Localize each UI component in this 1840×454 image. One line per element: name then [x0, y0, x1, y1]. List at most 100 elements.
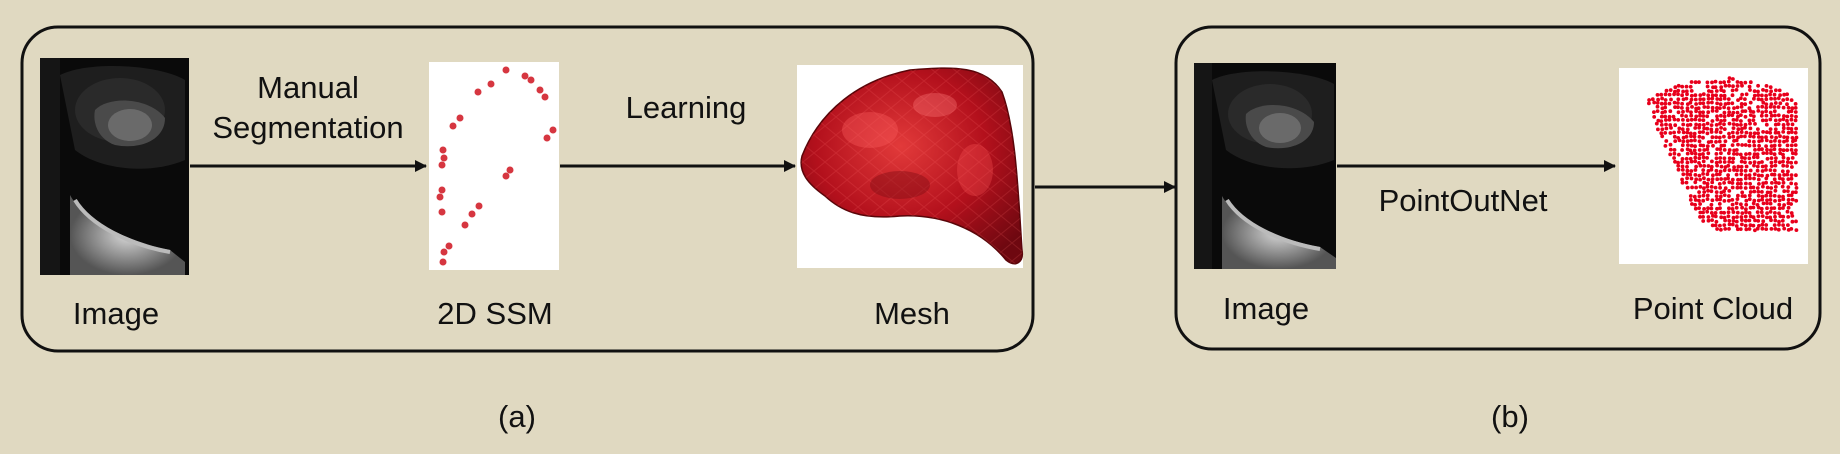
point-cloud-dot	[1697, 152, 1702, 157]
point-cloud-dot	[1734, 88, 1739, 92]
point-cloud-dot	[1717, 182, 1722, 186]
point-cloud-dot	[1692, 131, 1697, 136]
point-cloud-dot	[1706, 177, 1711, 182]
point-cloud-dot	[1698, 93, 1703, 97]
point-cloud-dot	[1731, 210, 1736, 215]
point-cloud-dot	[1777, 176, 1782, 181]
point-cloud-dot	[1655, 109, 1660, 113]
point-cloud-dot	[1736, 127, 1741, 132]
point-cloud-dot	[1761, 88, 1765, 92]
point-cloud-dot	[1701, 143, 1706, 148]
point-cloud-dot	[1768, 92, 1772, 97]
point-cloud-dot	[1727, 160, 1732, 164]
point-cloud-dot	[1764, 144, 1768, 149]
point-cloud-dot	[1672, 148, 1677, 152]
point-cloud-dot	[1765, 185, 1770, 190]
point-cloud-dot	[1706, 105, 1710, 110]
point-cloud-dot	[1736, 98, 1740, 102]
point-cloud-dot	[1689, 113, 1694, 118]
point-cloud-dot	[1717, 139, 1722, 144]
point-cloud-dot	[1740, 190, 1745, 195]
point-cloud-dot	[1715, 114, 1719, 119]
point-cloud-dot	[1744, 173, 1748, 178]
point-cloud-dot	[1761, 130, 1765, 134]
point-cloud-dot	[1773, 218, 1778, 223]
point-cloud-dot	[1764, 88, 1769, 93]
point-cloud-dot	[1734, 205, 1739, 210]
point-cloud-dot	[1735, 123, 1740, 127]
point-cloud-dot	[1752, 89, 1757, 93]
point-cloud-dot	[1709, 167, 1714, 172]
point-cloud-dot	[1723, 102, 1728, 106]
point-cloud-dot	[1789, 211, 1794, 215]
point-cloud-dot	[1694, 122, 1698, 127]
point-cloud-dot	[1685, 151, 1690, 156]
point-cloud-dot	[1765, 211, 1769, 216]
point-cloud-dot	[1744, 152, 1748, 157]
point-cloud-dot	[1760, 147, 1764, 152]
point-cloud-dot	[1680, 101, 1684, 106]
point-cloud-dot	[1761, 151, 1766, 156]
point-cloud-dot	[1734, 118, 1739, 122]
point-cloud-dot	[1690, 185, 1694, 190]
point-cloud-dot	[1772, 172, 1777, 177]
point-cloud-dot	[1743, 125, 1747, 130]
point-cloud-dot	[1769, 186, 1774, 190]
point-cloud-dot	[1734, 148, 1739, 152]
point-cloud-dot	[1785, 97, 1790, 102]
point-cloud-dot	[1747, 218, 1752, 223]
point-cloud-dot	[1727, 206, 1731, 211]
point-cloud-dot	[1659, 123, 1664, 127]
point-cloud-dot	[1685, 176, 1689, 181]
point-cloud-dot	[1701, 193, 1706, 198]
point-cloud-dot	[1786, 122, 1790, 126]
point-cloud-dot	[1677, 130, 1681, 134]
point-cloud-dot	[1672, 92, 1676, 97]
point-cloud-dot	[1760, 110, 1765, 115]
point-cloud-dot	[1769, 227, 1774, 231]
point-cloud-dot	[1722, 156, 1727, 161]
point-cloud-dot	[1663, 92, 1668, 97]
point-cloud-dot	[1697, 123, 1702, 127]
point-cloud-dot	[1744, 198, 1749, 203]
point-cloud-dot	[1714, 89, 1719, 93]
point-cloud-dot	[1789, 193, 1794, 198]
point-cloud-dot	[1706, 110, 1711, 115]
point-cloud-dot	[1739, 159, 1744, 164]
point-cloud-dot	[1756, 177, 1761, 182]
point-cloud-dot	[1781, 98, 1786, 102]
point-cloud-dot	[1710, 177, 1715, 182]
point-cloud-dot	[1747, 173, 1752, 178]
point-cloud-dot	[1772, 105, 1777, 109]
point-cloud-dot	[1685, 139, 1690, 144]
point-cloud-dot	[1743, 143, 1748, 147]
point-cloud-dot	[1663, 109, 1667, 114]
point-cloud-dot	[1685, 92, 1689, 97]
point-cloud-dot	[1730, 143, 1735, 148]
point-cloud-dot	[1714, 93, 1718, 98]
point-cloud-dot	[1790, 219, 1795, 224]
point-cloud-dot	[1655, 104, 1660, 109]
ssm-points-image	[429, 62, 559, 270]
point-cloud-dot	[1777, 206, 1782, 211]
point-cloud-dot	[1714, 168, 1719, 173]
point-cloud-dot	[1735, 185, 1740, 190]
point-cloud-dot	[1676, 83, 1681, 88]
point-cloud-dot	[1755, 152, 1760, 157]
point-cloud-dot	[1748, 126, 1753, 131]
point-cloud-dot	[1727, 198, 1731, 203]
point-cloud-dot	[1747, 227, 1752, 231]
point-cloud-dot	[1756, 127, 1760, 131]
point-cloud-dot	[1736, 135, 1740, 140]
point-cloud-dot	[1740, 222, 1744, 227]
point-cloud-dot	[1776, 105, 1781, 109]
point-cloud-dot	[1743, 97, 1747, 101]
point-cloud-dot	[1756, 131, 1760, 136]
point-cloud-dot	[1688, 84, 1693, 89]
point-cloud-dot	[1747, 151, 1752, 156]
point-cloud-dot	[1756, 97, 1761, 102]
point-cloud-dot	[1744, 92, 1749, 97]
point-cloud-dot	[1790, 106, 1795, 111]
point-cloud-dot	[1751, 118, 1756, 123]
